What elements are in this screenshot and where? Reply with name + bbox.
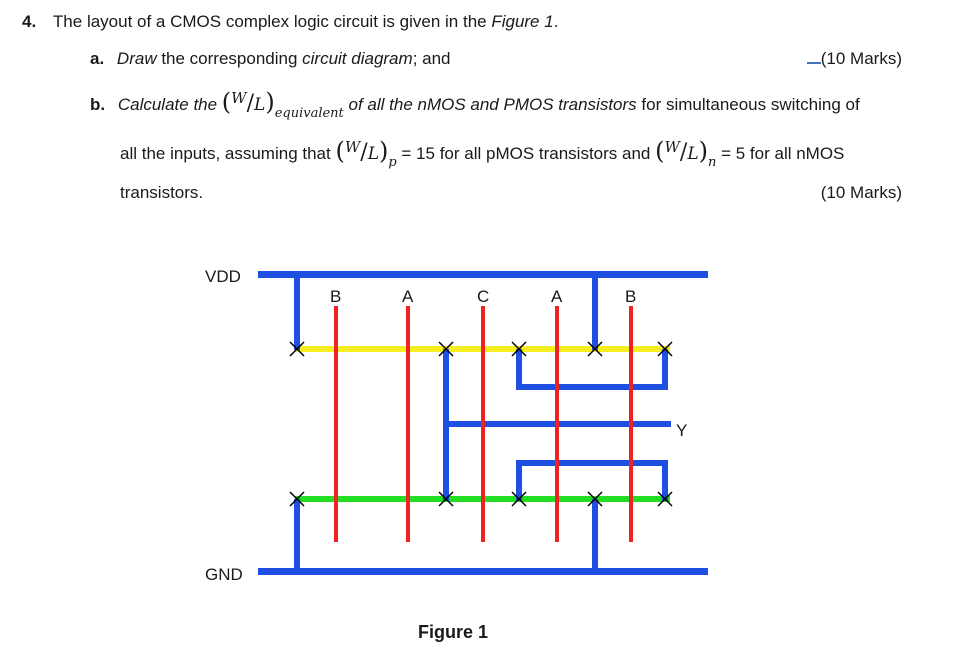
ratio-w-n: W bbox=[664, 138, 680, 156]
figure-caption: Figure 1 bbox=[418, 622, 489, 642]
vdd-drop-left bbox=[294, 278, 300, 350]
part-b-simultaneous: for simultaneous switching of bbox=[636, 95, 860, 114]
vdd-drop-right bbox=[592, 278, 598, 350]
part-b-all-transistors: of all the nMOS and PMOS transistors bbox=[343, 95, 637, 114]
poly-b-left bbox=[334, 306, 338, 542]
cmos-layout-figure: VDD GND B A C A B Y bbox=[205, 267, 708, 584]
n-loop-left bbox=[516, 460, 522, 501]
gnd-rise-left bbox=[294, 499, 300, 571]
ratio-w: W bbox=[231, 89, 247, 107]
w-over-l-n: (W/L)n bbox=[655, 137, 717, 170]
contact-marks bbox=[289, 341, 673, 507]
part-b-calculate: Calculate the bbox=[117, 95, 222, 114]
w-over-l-equivalent: (W/L)equivalent bbox=[221, 88, 344, 121]
sub-p: p bbox=[388, 155, 397, 170]
gnd-rise-right bbox=[592, 499, 598, 571]
contact-p-3 bbox=[511, 341, 527, 357]
gate-label-a-left: A bbox=[402, 287, 414, 306]
poly-gates bbox=[334, 306, 633, 542]
p-loop-bottom bbox=[516, 384, 668, 390]
contact-n-4 bbox=[587, 491, 603, 507]
part-a-marks-text: (10 Marks) bbox=[820, 49, 902, 68]
gate-label-c: C bbox=[477, 287, 489, 306]
contact-n-2 bbox=[438, 491, 454, 507]
question-stem: 4. The layout of a CMOS complex logic ci… bbox=[22, 12, 558, 32]
contact-n-3 bbox=[511, 491, 527, 507]
output-label-y: Y bbox=[676, 421, 687, 440]
part-a: a. Draw the corresponding circuit diagra… bbox=[90, 49, 451, 69]
n-loop-top bbox=[516, 460, 668, 466]
p-loop-right bbox=[662, 349, 668, 390]
gnd-label: GND bbox=[205, 565, 243, 584]
stem-period: . bbox=[553, 12, 559, 31]
part-a-draw: Draw bbox=[116, 49, 157, 68]
part-a-text: the corresponding bbox=[156, 49, 303, 68]
w-over-l-p: (W/L)p bbox=[335, 137, 397, 170]
p-loop-left bbox=[516, 349, 522, 390]
n-loop-right bbox=[662, 460, 668, 501]
ratio-l: L bbox=[254, 95, 266, 115]
poly-c bbox=[481, 306, 485, 542]
part-b-label: b. bbox=[90, 95, 106, 114]
contact-p-5 bbox=[657, 341, 673, 357]
part-b-pmos-value: = 15 for all pMOS transistors and bbox=[396, 144, 656, 163]
contact-p-1 bbox=[289, 341, 305, 357]
part-b-line-2: all the inputs, assuming that (W/L)p = 1… bbox=[120, 137, 845, 170]
ratio-l-n: L bbox=[687, 144, 699, 164]
question-number: 4. bbox=[22, 12, 37, 31]
ratio-w-p: W bbox=[344, 138, 361, 156]
part-a-marks: (10 Marks) bbox=[806, 49, 902, 69]
part-a-end: ; and bbox=[412, 49, 451, 68]
part-b-line-1: b. Calculate the (W/L)equivalent of all … bbox=[90, 88, 860, 121]
part-b-line-3: transistors. bbox=[120, 183, 204, 202]
part-b-nmos-value: = 5 for all nMOS bbox=[716, 144, 845, 163]
gate-label-b-left: B bbox=[330, 287, 341, 306]
vdd-rail bbox=[258, 271, 708, 278]
poly-a-left bbox=[406, 306, 410, 542]
ratio-l-p: L bbox=[367, 144, 379, 164]
gnd-rail bbox=[258, 568, 708, 575]
gate-label-a-right: A bbox=[551, 287, 563, 306]
figure-ref: Figure 1 bbox=[491, 12, 554, 31]
poly-b-right bbox=[629, 306, 633, 542]
part-a-label: a. bbox=[90, 49, 105, 68]
part-b-assuming: all the inputs, assuming that bbox=[120, 144, 336, 163]
sub-equivalent: equivalent bbox=[274, 106, 344, 121]
contact-n-5 bbox=[657, 491, 673, 507]
part-b-marks: (10 Marks) bbox=[820, 183, 902, 202]
vdd-label: VDD bbox=[205, 267, 241, 286]
question-text: The layout of a CMOS complex logic circu… bbox=[52, 12, 492, 31]
sub-n: n bbox=[708, 155, 717, 170]
contact-p-4 bbox=[587, 341, 603, 357]
part-a-circuit-diagram: circuit diagram bbox=[302, 49, 413, 68]
poly-a-right bbox=[555, 306, 559, 542]
contact-p-2 bbox=[438, 341, 454, 357]
gate-label-b-right: B bbox=[625, 287, 636, 306]
contact-n-1 bbox=[289, 491, 305, 507]
